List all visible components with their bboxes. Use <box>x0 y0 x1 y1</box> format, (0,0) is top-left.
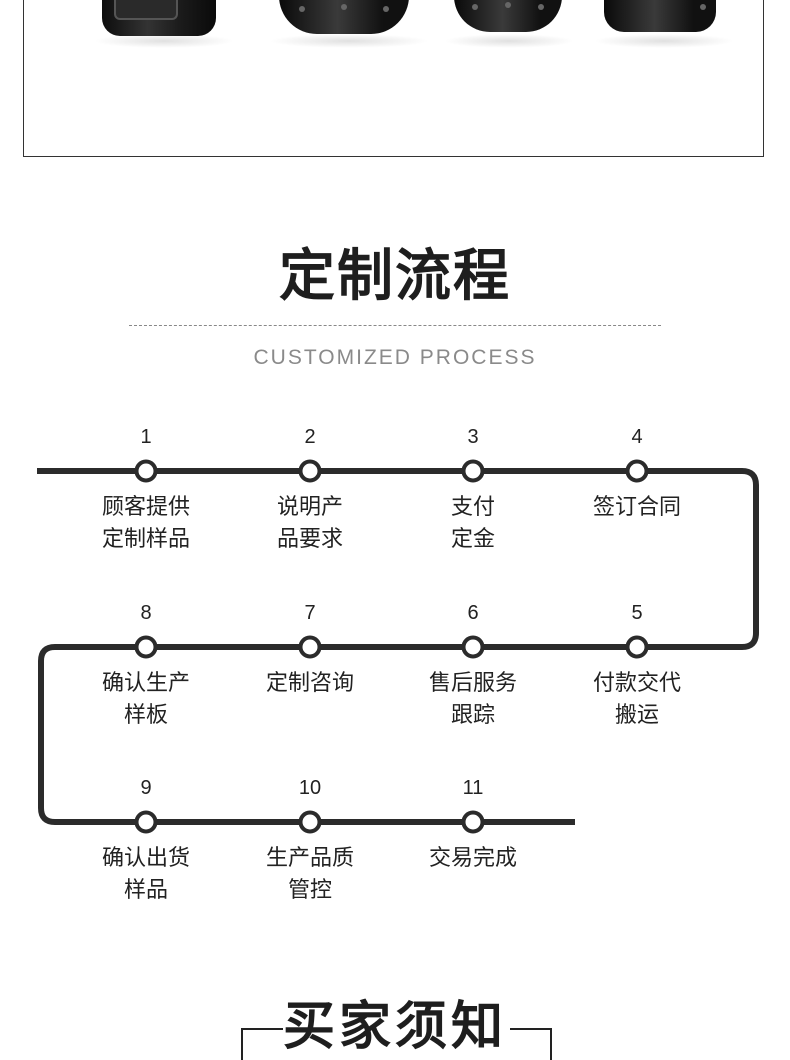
step-label: 支付定金 <box>408 492 538 556</box>
step-label-line1: 付款交代 <box>592 671 681 696</box>
product-shadow <box>444 34 574 48</box>
step-label-line1: 售后服务 <box>428 671 517 696</box>
step-label: 定制咨询 <box>245 668 375 700</box>
product-image-2 <box>279 0 409 34</box>
step-label: 顾客提供定制样品 <box>81 492 211 556</box>
step-label: 确认出货样品 <box>81 843 211 907</box>
step-number: 10 <box>298 777 322 799</box>
buyer-notice-title: 买家须知 <box>282 997 507 1057</box>
product-photo-frame <box>23 0 764 157</box>
step-marker-6 <box>461 635 485 659</box>
title-bracket-right <box>510 1028 552 1060</box>
step-number: 4 <box>631 426 643 448</box>
step-marker-10 <box>298 810 322 834</box>
step-marker-11 <box>461 810 485 834</box>
step-label: 说明产品要求 <box>245 492 375 556</box>
step-marker-2 <box>298 459 322 483</box>
step-label-line2: 样品 <box>123 878 168 903</box>
step-label-line2: 样板 <box>123 703 168 728</box>
step-label-line1: 生产品质 <box>265 846 354 871</box>
step-label-line1: 说明产 <box>276 495 343 520</box>
step-label-line1: 定制咨询 <box>265 671 354 696</box>
step-marker-4 <box>625 459 649 483</box>
step-label-line1: 签订合同 <box>592 495 681 520</box>
step-marker-5 <box>625 635 649 659</box>
product-shadow <box>594 34 734 48</box>
step-marker-7 <box>298 635 322 659</box>
step-marker-8 <box>134 635 158 659</box>
step-label-line2: 管控 <box>287 878 332 903</box>
step-number: 5 <box>631 602 643 624</box>
step-label-line2: 品要求 <box>276 527 343 552</box>
product-image-4 <box>604 0 716 32</box>
product-image-3 <box>454 0 562 32</box>
step-label-line1: 确认出货 <box>101 846 190 871</box>
step-number: 2 <box>304 426 316 448</box>
product-image-1 <box>102 0 216 36</box>
step-label-line2: 定制样品 <box>101 527 190 552</box>
step-label-line1: 支付 <box>450 495 495 520</box>
step-number: 3 <box>467 426 479 448</box>
step-label-line1: 确认生产 <box>101 671 190 696</box>
step-number: 6 <box>467 602 479 624</box>
section-subtitle: CUSTOMIZED PROCESS <box>253 346 537 369</box>
product-shadow <box>94 34 234 48</box>
step-label: 生产品质管控 <box>245 843 375 907</box>
section-title: 定制流程 <box>279 244 511 309</box>
product-shadow <box>269 34 429 48</box>
step-label: 付款交代搬运 <box>572 668 702 732</box>
step-label: 确认生产样板 <box>81 668 211 732</box>
step-marker-1 <box>134 459 158 483</box>
step-label-line1: 顾客提供 <box>101 495 190 520</box>
step-label: 售后服务跟踪 <box>408 668 538 732</box>
title-divider <box>129 325 661 326</box>
step-label-line1: 交易完成 <box>428 846 517 871</box>
title-bracket-left <box>241 1028 283 1060</box>
step-label: 签订合同 <box>572 492 702 524</box>
step-marker-3 <box>461 459 485 483</box>
step-number: 11 <box>462 777 484 799</box>
step-number: 9 <box>140 777 152 799</box>
step-label: 交易完成 <box>408 843 538 875</box>
step-label-line2: 定金 <box>450 527 495 552</box>
step-number: 1 <box>140 426 152 448</box>
step-label-line2: 跟踪 <box>450 703 495 728</box>
step-marker-9 <box>134 810 158 834</box>
step-label-line2: 搬运 <box>614 703 659 728</box>
step-number: 7 <box>304 602 316 624</box>
step-number: 8 <box>140 602 152 624</box>
